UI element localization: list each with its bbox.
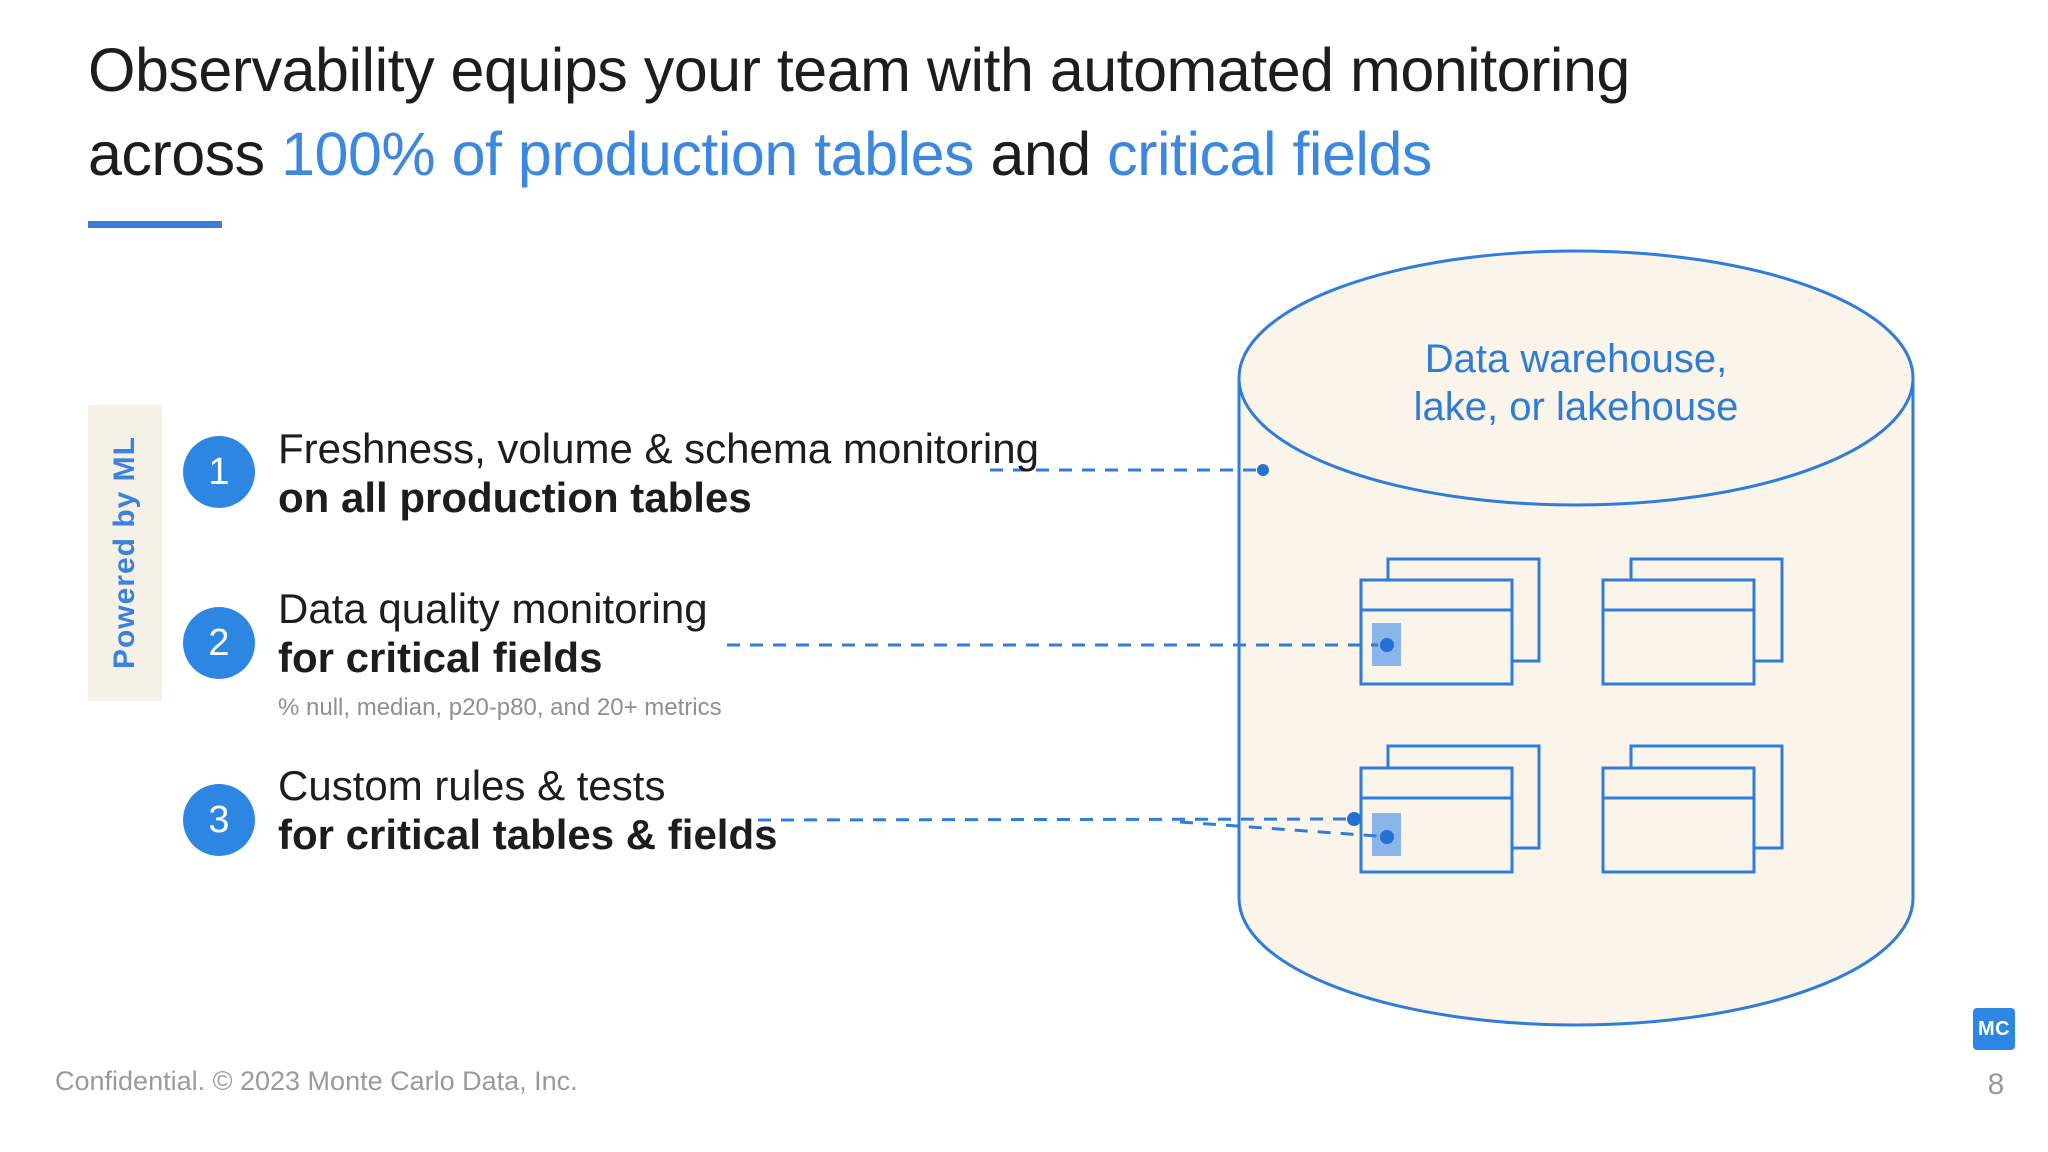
- table-stack-top-left: [1359, 557, 1541, 686]
- connector-item3-to-table: [757, 817, 1347, 822]
- endpoint-dot-cylinder: [1257, 464, 1269, 476]
- title-highlight-critical-fields: critical fields: [1107, 120, 1432, 188]
- step-2-text: Data quality monitoring for critical fie…: [278, 584, 722, 722]
- title-line-2: across 100% of production tables and cri…: [88, 112, 1888, 196]
- table-card-front: [1601, 766, 1756, 874]
- confidential-footer: Confidential. © 2023 Monte Carlo Data, I…: [55, 1066, 578, 1096]
- page-title: Observability equips your team with auto…: [88, 28, 1888, 196]
- step-2-subtext: % null, median, p20-p80, and 20+ metrics: [278, 694, 722, 721]
- step-1-line-1: Freshness, volume & schema monitoring: [278, 425, 1039, 472]
- endpoint-dot-bottom-cell: [1380, 830, 1394, 844]
- step-1-number: 1: [208, 450, 230, 493]
- table-stack-bottom-left: [1359, 744, 1541, 874]
- step-3-number: 3: [208, 798, 230, 841]
- page-number: 8: [1987, 1068, 2005, 1101]
- connector-item3-to-cell: [1179, 820, 1378, 838]
- title-underline-accent: [88, 221, 222, 228]
- table-stack-bottom-right: [1601, 744, 1784, 874]
- step-3-line-2: for critical tables & fields: [278, 811, 778, 858]
- monte-carlo-logo-text: MC: [1977, 1017, 2011, 1040]
- title-line-1: Observability equips your team with auto…: [88, 28, 1888, 112]
- table-stack-top-right: [1601, 557, 1784, 686]
- dashed-connectors: [727, 468, 1378, 838]
- cylinder-top-ellipse: [1237, 249, 1915, 507]
- table-card-front: [1601, 578, 1756, 686]
- step-2-line-2: for critical fields: [278, 634, 603, 681]
- step-1-line-2: on all production tables: [278, 474, 752, 521]
- endpoint-dot-top-cell: [1380, 638, 1394, 652]
- step-2-number: 2: [208, 621, 230, 664]
- cylinder-label-line-2: lake, or lakehouse: [1414, 385, 1739, 429]
- connector-endpoint-dots: [1257, 464, 1394, 844]
- step-3-badge: 3: [183, 784, 255, 856]
- step-2-line-1: Data quality monitoring: [278, 585, 708, 632]
- powered-by-ml-strip: Powered by ML: [88, 405, 162, 701]
- title-text-1: Observability equips your team with auto…: [88, 36, 1630, 104]
- monte-carlo-logo: MC: [1973, 1008, 2015, 1050]
- title-text-2: across: [88, 120, 282, 188]
- title-highlight-production-tables: 100% of production tables: [281, 120, 974, 188]
- cylinder-label-line-1: Data warehouse,: [1425, 337, 1727, 381]
- step-3-text: Custom rules & tests for critical tables…: [278, 761, 778, 859]
- step-1-text: Freshness, volume & schema monitoring on…: [278, 424, 1039, 522]
- title-text-3: and: [974, 120, 1108, 188]
- step-3-line-1: Custom rules & tests: [278, 762, 666, 809]
- endpoint-dot-table-edge: [1347, 812, 1361, 826]
- step-2-badge: 2: [183, 607, 255, 679]
- warehouse-cylinder: Data warehouse, lake, or lakehouse: [1237, 249, 1915, 1027]
- step-1-badge: 1: [183, 436, 255, 508]
